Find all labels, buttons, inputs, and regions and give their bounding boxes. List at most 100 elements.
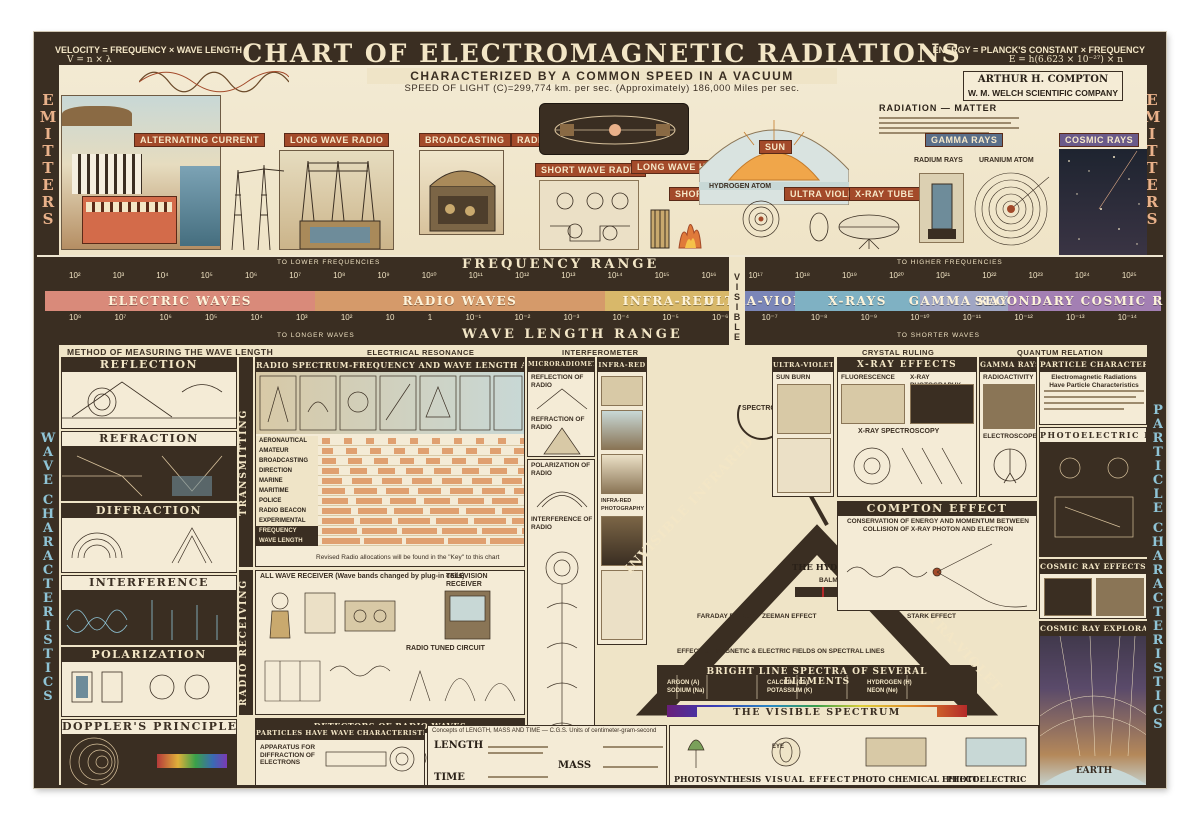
interference-diagram-icon [66, 600, 218, 640]
section-diffraction: DIFFRACTION [61, 503, 237, 573]
frequency-tick: 10²¹ [935, 271, 951, 280]
radium-apparatus [919, 173, 964, 243]
hydrogen-atom-icon [742, 200, 780, 238]
sun-scene [698, 110, 850, 206]
allocation-bar [322, 507, 524, 514]
allocation-row: MARITIME [256, 485, 524, 496]
photosynthesis-label: PHOTOSYNTHESIS [674, 774, 762, 784]
element-name: POTASSIUM (K) [767, 688, 813, 694]
radio-allocations-section: RADIO SPECTRUM-FREQUENCY AND WAVE LENGTH… [255, 357, 525, 567]
spectrum-band-infra-red: INFRA-RED [605, 291, 733, 311]
to-longer-waves: TO LONGER WAVES [277, 332, 355, 339]
frequency-tick: 10⁸ [333, 271, 346, 280]
spectroscope-label: SPECTROSCOPE [742, 405, 800, 413]
infra-red-heading: INFRA-RED [598, 358, 646, 372]
visible-effects-icons [687, 737, 1027, 768]
element-name: SODIUM (Na) [667, 688, 705, 694]
polarization-diagram-icon [71, 671, 210, 703]
allocation-label: RADIO BEACON [256, 505, 318, 516]
wavelength-tick: 10⁻⁸ [810, 313, 828, 322]
emitters-panel: ALTERNATING CURRENT LONG WAVE RADIO [59, 65, 1147, 255]
all-wave-receiver-label: ALL WAVE RECEIVER (Wave bands changed by… [260, 573, 465, 580]
radio-allocations-heading: RADIO SPECTRUM-FREQUENCY AND WAVE LENGTH… [256, 358, 524, 372]
units-caption: Concepts of LENGTH, MASS AND TIME — C.G.… [432, 728, 657, 734]
reflection-heading: REFLECTION [62, 358, 236, 372]
formula-left: VELOCITY = FREQUENCY × WAVE LENGTH [55, 45, 243, 55]
polarization-heading: POLARIZATION [62, 648, 236, 662]
wavelength-tick: 10⁻¹ [465, 313, 482, 322]
refraction-diagram-icon [62, 455, 223, 497]
frequency-tick: 10³ [112, 271, 125, 280]
diffraction-diagram-icon [71, 527, 213, 564]
allocation-row: DIRECTION FINDING [256, 465, 524, 484]
reflection-of-radio-box: MICRORADIOMETER REFLECTION OF RADIO REFR… [527, 357, 595, 457]
tag-gamma-rays: GAMMA RAYS [925, 133, 1004, 147]
wavelength-tick: 10⁵ [204, 313, 218, 322]
wavelength-tick: 10⁷ [114, 313, 127, 322]
revised-note: Revised Radio allocations will be found … [316, 554, 500, 561]
quantum-relation-label: QUANTUM RELATION [1017, 348, 1104, 357]
oscillator-box [539, 180, 639, 250]
frequency-tick: 10¹⁶ [701, 271, 717, 280]
refraction-heading: REFRACTION [62, 432, 236, 446]
company-name: W. M. WELCH SCIENTIFIC COMPANY [967, 88, 1118, 98]
spectrum-band-secondary-cosmic-rays: SECONDARY COSMIC RAYS [975, 291, 1163, 311]
allocation-label: POLICE [256, 495, 318, 506]
formula-left-symbols: V = n × λ [67, 55, 112, 65]
visible-spectrum-label: THE VISIBLE SPECTRUM [697, 707, 937, 718]
allocation-label: BROADCASTING [256, 455, 318, 466]
allocation-row: MARINE [256, 475, 524, 486]
interference-heading: INTERFERENCE [62, 576, 236, 590]
visual-effect-label: VISUAL EFFECT [765, 774, 851, 784]
tag-cosmic-rays: COSMIC RAYS [1059, 133, 1140, 147]
author-box: ARTHUR H. COMPTON W. M. WELCH SCIENTIFIC… [963, 71, 1123, 101]
earth-label: EARTH [1075, 766, 1113, 776]
particle-characteristics-text: Electromagnetic Radiations Have Particle… [1049, 374, 1139, 389]
tag-long-wave-radio: LONG WAVE RADIO [284, 133, 390, 147]
wavelength-tick: 10⁴ [250, 313, 263, 322]
interference-of-radio-label: INTERFERENCE OF RADIO [531, 516, 593, 531]
receiver-sketch-icon [269, 590, 491, 640]
zeeman-effect-label: ZEEMAN EFFECT [762, 613, 817, 620]
gamma-rays-column: GAMMA RAYS RADIOACTIVITY ELECTROSCOPE [979, 357, 1037, 497]
reflection-of-radio-label: REFLECTION OF RADIO [531, 374, 584, 389]
tag-alternating-current: ALTERNATING CURRENT [134, 133, 266, 147]
broadcasting-scene [419, 150, 504, 235]
wavelength-tick: 10⁻⁹ [860, 313, 878, 322]
wave-diagram-icon [139, 71, 289, 93]
units-section: Concepts of LENGTH, MASS AND TIME — C.G.… [427, 725, 667, 785]
wavelength-tick: 10⁻¹⁴ [1117, 313, 1137, 322]
allocation-row: WAVE LENGTH [256, 535, 524, 546]
chart-title: CHART OF ELECTROMAGNETIC RADIATIONS [242, 39, 962, 68]
spectrum-band-gamma-rays: GAMMA RAYS [909, 291, 1018, 311]
section-interference: INTERFERENCE [61, 575, 237, 645]
label-uranium-atom: URANIUM ATOM [979, 157, 1034, 164]
element-name: CALCIUM (Ca) [767, 680, 808, 686]
radio-applications-strip [256, 372, 524, 434]
allocation-bar [322, 487, 524, 494]
particle-characteristics-section: PARTICLE CHARACTERISTICS Electromagnetic… [1039, 357, 1147, 425]
frequency-range-title: FREQUENCY RANGE [462, 257, 660, 272]
faraday-effect-label: FARADAY EFFECT [697, 613, 755, 620]
frequency-tick: 10¹⁰ [421, 271, 437, 280]
allocation-label: WAVE LENGTH [256, 535, 318, 546]
electroscope-label: ELECTROSCOPE [983, 433, 1037, 440]
frequency-tick: 10¹⁷ [748, 271, 763, 280]
tag-x-ray-tube: X-RAY TUBE [849, 187, 921, 201]
circuit-diagram-icon [264, 660, 516, 702]
interferometer-label: INTERFEROMETER [562, 348, 639, 357]
allocation-bar [322, 527, 524, 534]
television-receiver-label: TELEVISION RECEIVER [446, 573, 488, 588]
element-name: ARGON (A) [667, 680, 700, 686]
allocation-row: AERONAUTICAL [256, 435, 524, 446]
spectrum-band: FREQUENCY RANGE TO LOWER FREQUENCIES TO … [37, 257, 1163, 357]
poster: VELOCITY = FREQUENCY × WAVE LENGTH V = n… [34, 32, 1166, 788]
author-name: ARTHUR H. COMPTON [977, 74, 1109, 85]
compton-effect-heading: COMPTON EFFECT [838, 502, 1036, 516]
wavelength-tick: 10⁻¹³ [1066, 313, 1085, 322]
xray-tube-icon [809, 212, 900, 250]
tag-broadcasting: BROADCASTING [419, 133, 511, 147]
